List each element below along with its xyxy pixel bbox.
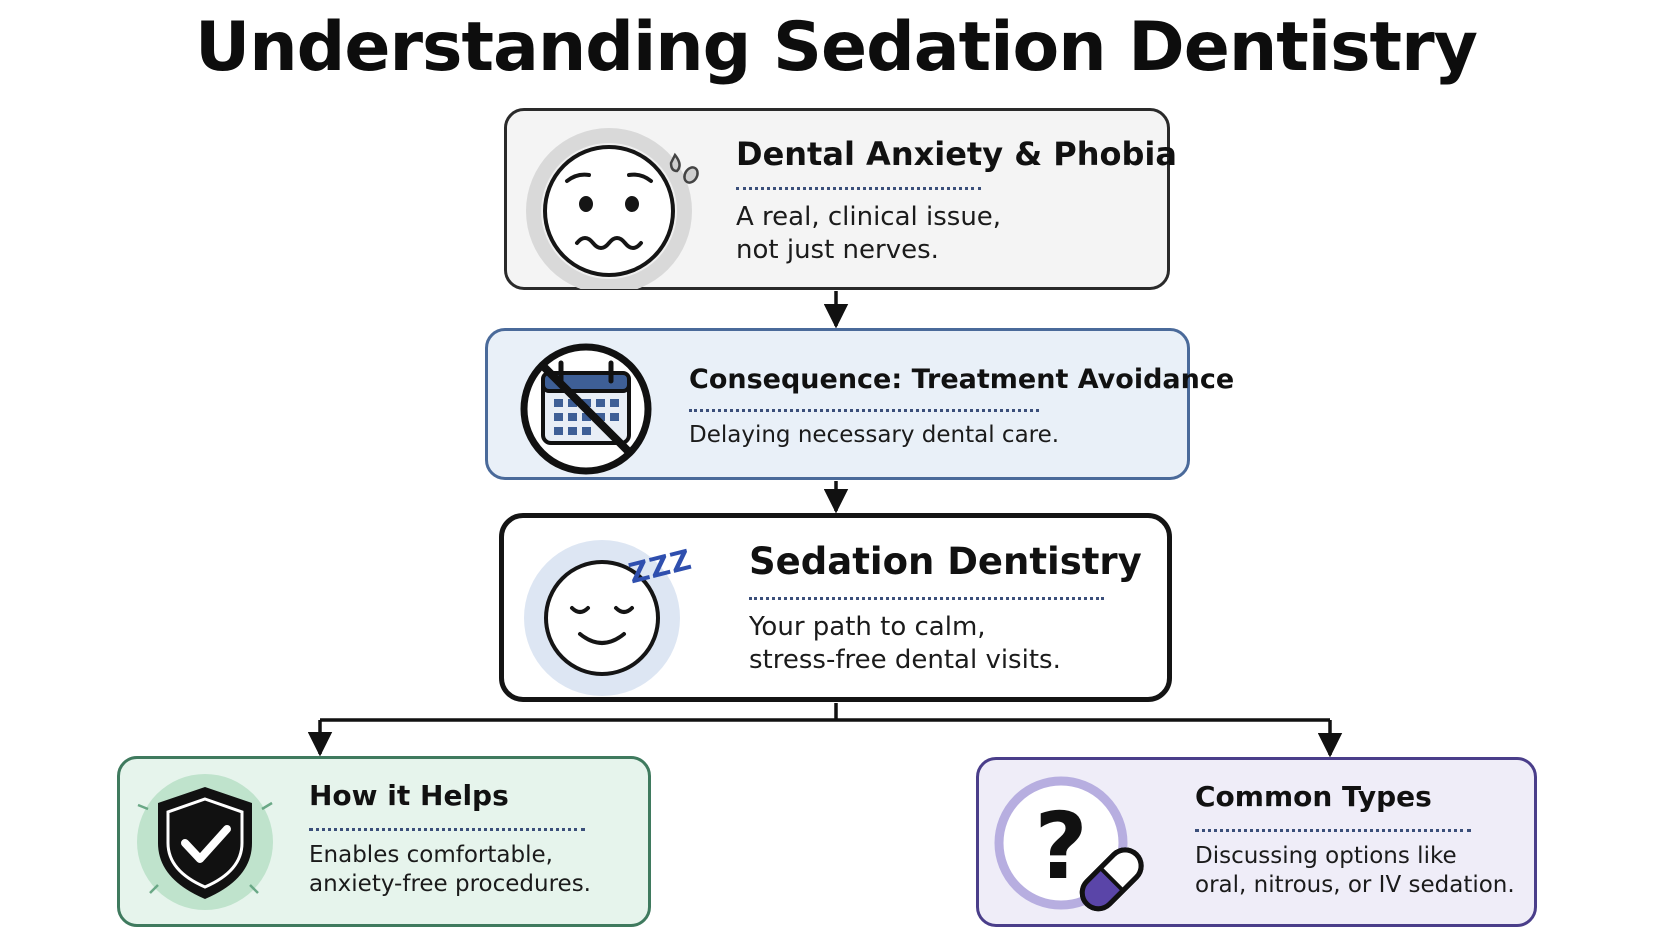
helps-body: Enables comfortable, anxiety-free proced…	[309, 842, 591, 897]
branch-connector	[320, 703, 1330, 722]
helps-title: How it Helps	[309, 779, 509, 812]
sedation-divider	[749, 597, 1104, 600]
helps-divider	[309, 828, 585, 831]
types-body: Discussing options like oral, nitrous, o…	[1195, 843, 1515, 898]
anxiety-title: Dental Anxiety & Phobia	[736, 135, 1177, 173]
no-calendar-icon	[520, 343, 652, 475]
types-title: Common Types	[1195, 780, 1432, 813]
sedation-body: Your path to calm, stress-free dental vi…	[749, 612, 1061, 675]
card-how-it-helps: How it Helps Enables comfortable, anxiet…	[117, 756, 651, 927]
svg-text:?: ?	[1034, 793, 1087, 900]
sedation-title: Sedation Dentistry	[749, 540, 1142, 583]
anxiety-divider	[736, 187, 981, 190]
avoidance-divider	[689, 409, 1039, 412]
card-dental-anxiety: Dental Anxiety & Phobia A real, clinical…	[504, 108, 1177, 290]
avoidance-body: Delaying necessary dental care.	[689, 422, 1060, 448]
anxiety-body: A real, clinical issue, not just nerves.	[736, 202, 1002, 265]
types-divider	[1195, 829, 1471, 832]
sleeping-face-icon: ZZZ	[524, 540, 695, 696]
card-sedation-dentistry: ZZZ Sedation Dentistry Your path to calm…	[499, 513, 1172, 702]
anxious-face-icon	[526, 128, 699, 289]
shield-check-icon	[137, 774, 273, 910]
card-common-types: ? Common Types Discussing options like o…	[976, 757, 1537, 927]
avoidance-title: Consequence: Treatment Avoidance	[689, 364, 1235, 395]
card-treatment-avoidance: Consequence: Treatment Avoidance Delayin…	[485, 328, 1234, 480]
page-title: Understanding Sedation Dentistry	[195, 8, 1478, 87]
question-pill-icon: ?	[994, 776, 1144, 912]
